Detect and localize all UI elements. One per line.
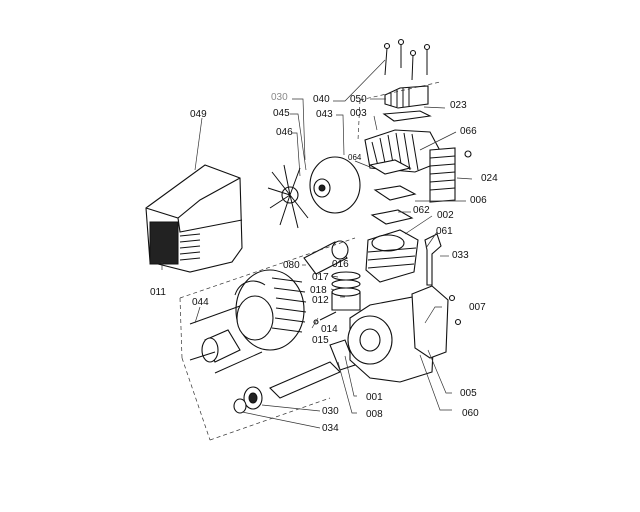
motor-rotor [189, 305, 263, 374]
label-007: 007 [469, 302, 486, 313]
elbow-pipe [424, 233, 442, 286]
label-012: 012 [312, 295, 329, 306]
label-043: 043 [316, 109, 333, 120]
label-017: 017 [312, 272, 329, 283]
label-030: 030 [322, 406, 339, 417]
valve-plate [382, 110, 432, 122]
leader-lines [161, 59, 473, 429]
crankcase-cover [411, 285, 462, 359]
label-061: 061 [436, 226, 453, 237]
label-014: 014 [321, 324, 338, 335]
label-011: 011 [150, 287, 166, 298]
capacitor [303, 240, 349, 275]
label-046: 046 [276, 127, 293, 138]
label-040: 040 [313, 94, 330, 105]
label-060: 060 [462, 408, 479, 419]
oil-seal [233, 398, 247, 414]
label-005: 005 [460, 388, 477, 399]
label-080: 080 [283, 260, 300, 271]
label-049: 049 [190, 109, 207, 120]
label-024: 024 [481, 173, 498, 184]
fan [267, 164, 309, 229]
assembly-frame [179, 237, 356, 441]
label-003: 003 [350, 108, 367, 119]
label-015: 015 [312, 335, 329, 346]
housing-cover [145, 164, 243, 273]
label-002: 002 [437, 210, 454, 221]
label-018: 018 [310, 285, 327, 296]
bearing-cover [309, 156, 361, 214]
label-034: 034 [322, 423, 339, 434]
label-045: 045 [273, 108, 290, 119]
label-033: 033 [452, 250, 469, 261]
label-001: 001 [366, 392, 383, 403]
cylinder [365, 229, 419, 283]
label-050: 050 [350, 94, 367, 105]
label-023: 023 [450, 100, 467, 111]
label-030-top: 030 [271, 92, 288, 103]
label-062: 062 [413, 205, 430, 216]
crankshaft [269, 339, 356, 399]
label-006: 006 [470, 195, 487, 206]
motor-stator [234, 269, 307, 351]
air-filter [429, 147, 472, 203]
label-066: 066 [460, 126, 477, 137]
label-044: 044 [192, 297, 209, 308]
gaskets [368, 159, 417, 225]
head-cap [384, 85, 429, 109]
label-064: 064 [348, 153, 362, 162]
piston-pin [319, 311, 337, 321]
head-screws [383, 38, 431, 81]
label-016: 016 [332, 259, 349, 270]
piston [331, 271, 361, 311]
label-008: 008 [366, 409, 383, 420]
